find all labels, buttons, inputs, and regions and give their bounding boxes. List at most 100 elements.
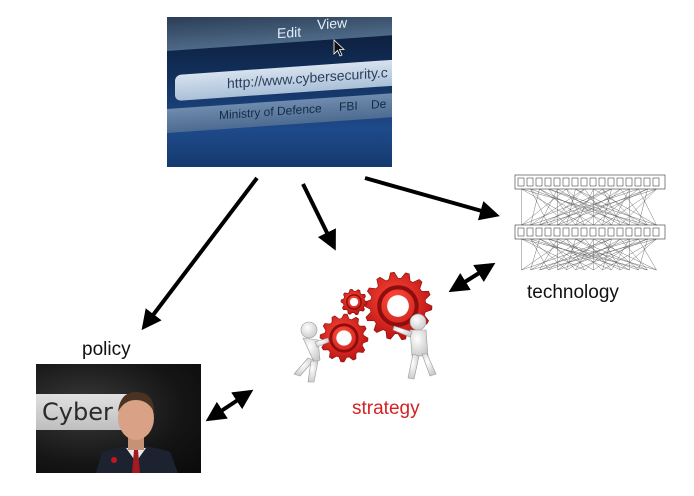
network-link (530, 188, 549, 226)
network-link (539, 238, 558, 271)
arrow-browser-to-policy (141, 176, 259, 331)
network-node (535, 177, 543, 187)
network-node (517, 227, 525, 237)
arrow-browser-to-technology (364, 176, 500, 221)
network-link (593, 188, 657, 226)
network-link (530, 188, 540, 226)
network-node (589, 177, 597, 187)
network-link (530, 188, 639, 226)
network-node (571, 227, 579, 237)
network-link (539, 188, 657, 226)
network-node (571, 177, 579, 187)
network-link (602, 238, 657, 271)
network-node (553, 227, 561, 237)
network-node (580, 227, 588, 237)
network-link (611, 238, 630, 271)
network-node (526, 227, 534, 237)
network-node (607, 177, 615, 187)
network-link (602, 188, 657, 226)
network-node (652, 227, 660, 237)
network-link (611, 188, 630, 226)
network-link (521, 188, 612, 226)
network-link (593, 188, 639, 226)
network-link (521, 238, 585, 271)
network-link (539, 238, 612, 271)
network-node (643, 177, 651, 187)
network-node (625, 227, 633, 237)
network-link (521, 188, 585, 226)
network-link (602, 238, 612, 271)
network-link (548, 238, 576, 271)
network-node (634, 227, 642, 237)
right-figure-icon (392, 313, 437, 380)
large-gear-icon-hole (387, 295, 409, 317)
network-node (616, 227, 624, 237)
network-link (593, 238, 657, 271)
network-link (557, 238, 603, 271)
network-node (598, 177, 606, 187)
network-link (566, 188, 576, 226)
large-gear-icon-ring (377, 285, 419, 327)
network-link (530, 238, 549, 271)
network-link (620, 238, 648, 271)
network-node (526, 177, 534, 187)
network-link (530, 238, 639, 271)
network-node (589, 227, 597, 237)
browser-screenshot-image: Edit View http://www.cybersecurity.c Min… (167, 17, 392, 167)
network-link (638, 238, 657, 271)
network-node (580, 177, 588, 187)
network-link (530, 188, 585, 226)
network-node (625, 177, 633, 187)
medium-gear-icon-hole (336, 330, 352, 346)
network-link (521, 238, 567, 271)
network-node (616, 177, 624, 187)
network-link (539, 238, 657, 271)
network-link (539, 188, 558, 226)
left-figure-icon (293, 321, 330, 383)
network-link (566, 238, 576, 271)
network-node (535, 227, 543, 237)
network-node-row (514, 174, 666, 190)
arrow-browser-to-strategy (301, 183, 336, 251)
network-node (544, 227, 552, 237)
network-link (557, 188, 648, 226)
network-link (575, 188, 648, 226)
network-node-row (514, 224, 666, 240)
technology-network-image (514, 174, 666, 271)
network-link (638, 188, 657, 226)
arrow-policy-strategy (205, 389, 254, 422)
small-gear-icon-hole (349, 297, 359, 307)
network-link (638, 238, 648, 271)
network-node (598, 227, 606, 237)
network-node (643, 227, 651, 237)
network-node (553, 177, 561, 187)
network-link (566, 238, 621, 271)
strategy-gears-image (293, 271, 437, 383)
network-link (521, 188, 567, 226)
network-node (652, 177, 660, 187)
network-link (548, 188, 576, 226)
network-link (620, 188, 657, 226)
small-gear-icon-ring (346, 294, 362, 310)
policy-photo-image: Cyber (36, 364, 201, 473)
network-link (530, 238, 540, 271)
medium-gear-icon-ring (329, 323, 359, 353)
network-link (530, 238, 585, 271)
network-link (548, 238, 630, 271)
network-link (566, 188, 621, 226)
network-link (638, 188, 648, 226)
network-link (557, 188, 603, 226)
mouse-cursor-icon (333, 39, 345, 57)
strategy-label: strategy (352, 398, 420, 419)
network-link (620, 238, 657, 271)
network-link (539, 188, 612, 226)
network-node (544, 177, 552, 187)
network-node (562, 227, 570, 237)
network-node (607, 227, 615, 237)
network-link (602, 188, 612, 226)
network-link (521, 238, 612, 271)
network-link (593, 238, 639, 271)
network-link (548, 188, 630, 226)
technology-label: technology (527, 282, 619, 303)
